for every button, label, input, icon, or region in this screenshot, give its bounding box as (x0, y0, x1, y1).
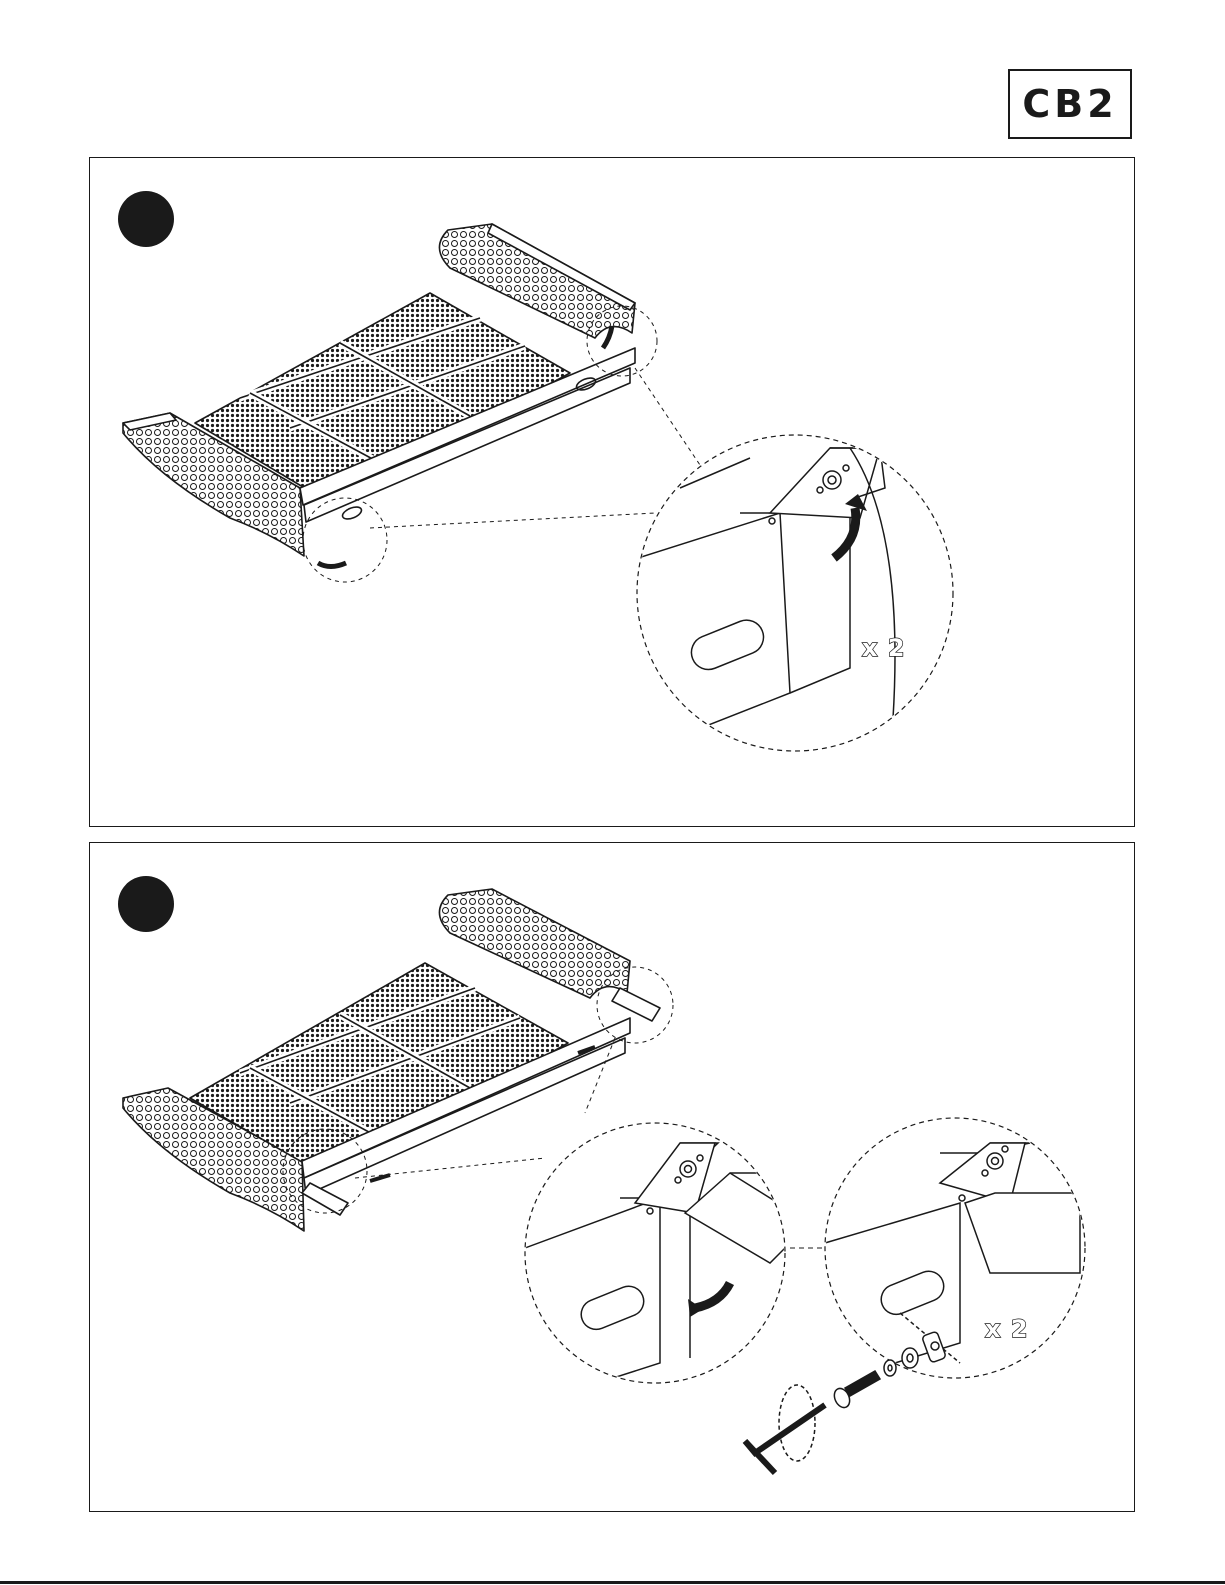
step-1-panel: x 2 (89, 157, 1135, 827)
bolt-icon (831, 1371, 880, 1410)
step-2-hardware (745, 1331, 946, 1473)
step-2-illustration (90, 843, 1136, 1513)
step-1-detail-view (637, 435, 953, 758)
step-2-detail-view-b (825, 1118, 1085, 1383)
washer-icon (902, 1348, 918, 1368)
step-1-quantity-label: x 2 (862, 634, 906, 662)
step-2-quantity-label: x 2 (985, 1315, 1029, 1343)
step-1-bench-frame (123, 224, 635, 556)
brand-logo: CB2 (1008, 69, 1132, 139)
brand-logo-text: CB2 (1022, 82, 1117, 126)
step-2-detail-view-a (525, 1123, 810, 1403)
step-2-panel: x 2 (89, 842, 1135, 1512)
step-1-illustration (90, 158, 1136, 828)
washer-icon (884, 1360, 896, 1376)
page-bottom-rule (0, 1581, 1225, 1584)
rotate-arrow-icon (318, 563, 346, 567)
